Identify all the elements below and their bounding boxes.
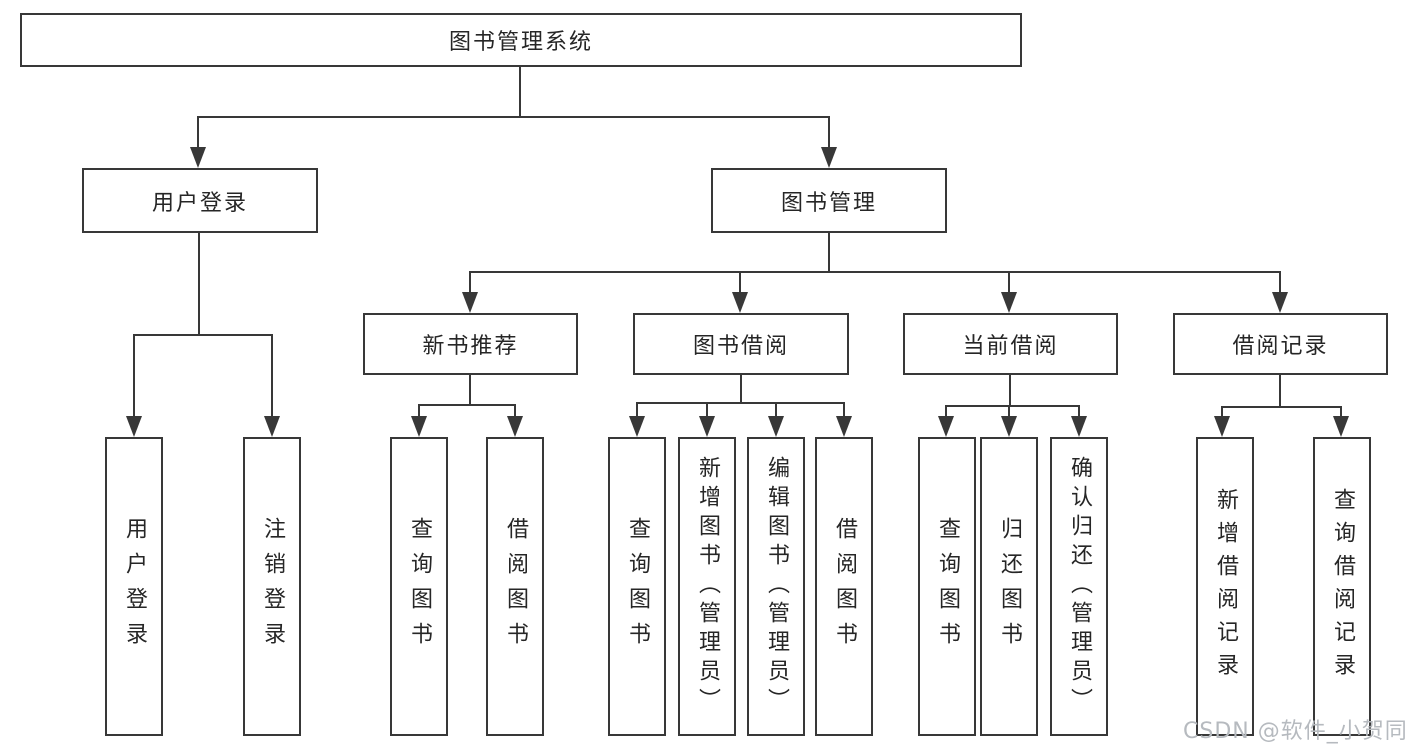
leaf-edit-books-admin: 编辑图书（管理员）: [747, 437, 805, 736]
connector-line: [636, 402, 845, 404]
connector-line: [945, 405, 1080, 407]
connector-line: [133, 334, 273, 336]
node-label: 新书推荐: [422, 334, 519, 359]
connector-line: [1340, 406, 1342, 418]
node-label: 借阅记录: [1232, 334, 1329, 359]
arrow-down-icon: [1333, 416, 1349, 437]
node-label: 用户登录: [122, 516, 147, 657]
node-label: 借阅图书: [832, 516, 857, 657]
node-label: 图书管理: [780, 190, 877, 216]
node-label: 查询图书: [407, 516, 432, 657]
arrow-down-icon: [411, 416, 427, 437]
node-label: 注销登录: [260, 516, 285, 657]
connector-line: [469, 271, 471, 294]
node-label: 当前借阅: [962, 334, 1059, 359]
connector-line: [636, 402, 638, 418]
node-current-borrowing: 当前借阅: [903, 313, 1118, 375]
connector-line: [1279, 375, 1281, 408]
leaf-query-borrow-record: 查询借阅记录: [1313, 437, 1371, 736]
arrow-down-icon: [126, 416, 142, 437]
connector-line: [198, 233, 200, 336]
node-label: 查询图书: [625, 516, 650, 657]
arrow-down-icon: [768, 416, 784, 437]
node-label: 编辑图书（管理员）: [764, 456, 789, 717]
connector-line: [271, 334, 273, 419]
arrow-down-icon: [821, 147, 837, 168]
arrow-down-icon: [836, 416, 852, 437]
connector-line: [945, 405, 947, 418]
leaf-query-books-recommend: 查询图书: [390, 437, 448, 736]
node-label: 新增借阅记录: [1213, 487, 1238, 686]
connector-line: [418, 404, 516, 406]
arrow-down-icon: [1272, 292, 1288, 313]
arrow-down-icon: [732, 292, 748, 313]
connector-line: [519, 67, 521, 118]
connector-line: [1008, 405, 1010, 418]
connector-line: [843, 402, 845, 418]
connector-line: [739, 271, 741, 294]
arrow-down-icon: [1214, 416, 1230, 437]
node-label: 新增图书（管理员）: [695, 456, 720, 717]
node-label: 归还图书: [997, 516, 1022, 657]
node-new-book-recommend: 新书推荐: [363, 313, 578, 375]
leaf-user-login: 用户登录: [105, 437, 163, 736]
leaf-query-books-borrowing: 查询图书: [608, 437, 666, 736]
connector-line: [775, 402, 777, 418]
leaf-add-borrow-record: 新增借阅记录: [1196, 437, 1254, 736]
node-book-borrowing: 图书借阅: [633, 313, 849, 375]
connector-line: [469, 271, 1281, 273]
connector-line: [1009, 375, 1011, 407]
arrow-down-icon: [264, 416, 280, 437]
node-label: 查询借阅记录: [1330, 487, 1355, 686]
connector-line: [1008, 271, 1010, 294]
connector-line: [1221, 406, 1223, 418]
leaf-borrow-books-recommend: 借阅图书: [486, 437, 544, 736]
arrow-down-icon: [938, 416, 954, 437]
node-label: 图书管理系统: [448, 30, 593, 55]
connector-line: [1279, 271, 1281, 294]
arrow-down-icon: [1071, 416, 1087, 437]
arrow-down-icon: [462, 292, 478, 313]
leaf-query-books-current: 查询图书: [918, 437, 976, 736]
connector-line: [828, 233, 830, 273]
arrow-down-icon: [1001, 416, 1017, 437]
connector-line: [828, 116, 830, 150]
node-user-login: 用户登录: [82, 168, 318, 233]
node-label: 借阅图书: [503, 516, 528, 657]
arrow-down-icon: [1001, 292, 1017, 313]
node-library-management-system: 图书管理系统: [20, 13, 1022, 67]
node-label: 查询图书: [935, 516, 960, 657]
leaf-borrow-books-borrowing: 借阅图书: [815, 437, 873, 736]
csdn-watermark: CSDN @软件_小贺同学: [1183, 719, 1405, 744]
connector-line: [133, 334, 135, 419]
connector-line: [469, 375, 471, 406]
node-borrowing-records: 借阅记录: [1173, 313, 1388, 375]
node-label: 图书借阅: [692, 334, 789, 359]
leaf-logout: 注销登录: [243, 437, 301, 736]
leaf-confirm-return-admin: 确认归还（管理员）: [1050, 437, 1108, 736]
connector-line: [1078, 405, 1080, 418]
node-label: 确认归还（管理员）: [1067, 456, 1092, 717]
connector-line: [514, 404, 516, 418]
arrow-down-icon: [507, 416, 523, 437]
leaf-return-books: 归还图书: [980, 437, 1038, 736]
node-label: 用户登录: [151, 190, 248, 216]
arrow-down-icon: [699, 416, 715, 437]
connector-line: [706, 402, 708, 418]
node-book-management: 图书管理: [711, 168, 947, 233]
connector-line: [197, 116, 830, 118]
connector-line: [740, 375, 742, 404]
arrow-down-icon: [629, 416, 645, 437]
connector-line: [418, 404, 420, 418]
leaf-add-books-admin: 新增图书（管理员）: [678, 437, 736, 736]
connector-line: [197, 116, 199, 150]
arrow-down-icon: [190, 147, 206, 168]
connector-line: [1221, 406, 1342, 408]
